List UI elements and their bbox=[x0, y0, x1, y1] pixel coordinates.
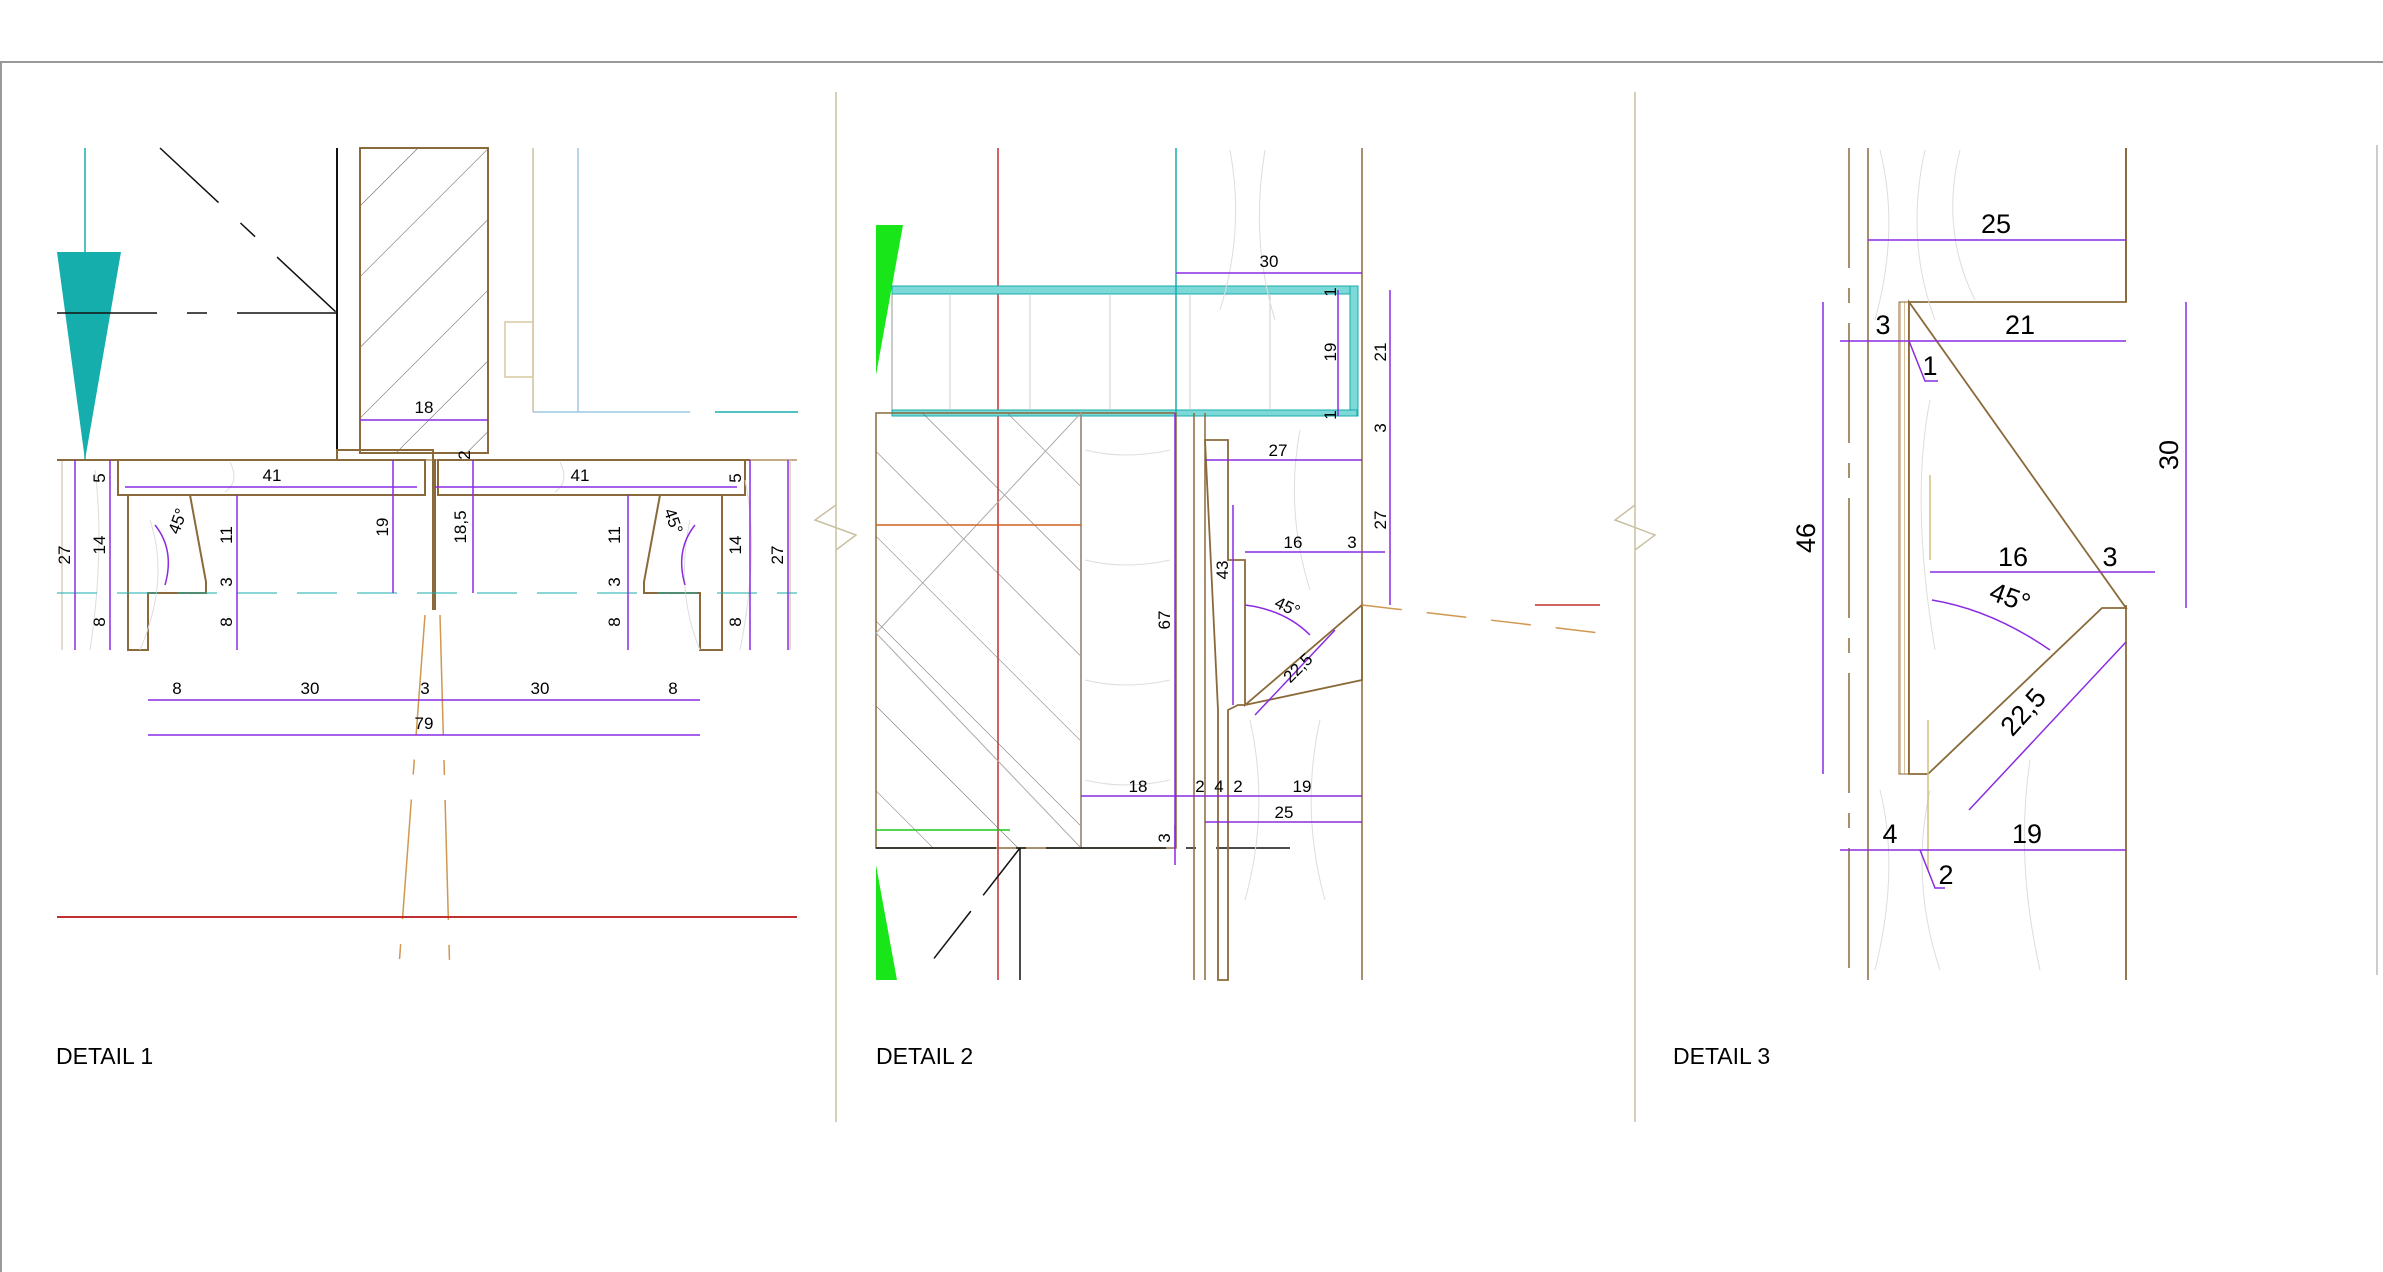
sheet-frame bbox=[0, 61, 2383, 1272]
dim-8-r1: 8 bbox=[605, 617, 624, 626]
dim-18: 18 bbox=[415, 398, 434, 417]
detail-2-dimension-lines bbox=[1081, 272, 1391, 865]
dim-b4: 4 bbox=[1882, 819, 1897, 849]
dim-3b: 3 bbox=[2102, 542, 2117, 572]
dim-27-left: 27 bbox=[55, 546, 74, 565]
dim-19: 19 bbox=[373, 518, 392, 537]
dim-14-left: 14 bbox=[90, 536, 109, 555]
dim-5-left: 5 bbox=[90, 473, 109, 482]
dim-b8-right: 8 bbox=[668, 679, 677, 698]
dim-b2a: 2 bbox=[1195, 777, 1204, 796]
dim-67: 67 bbox=[1155, 611, 1174, 630]
dim-b3: 3 bbox=[420, 679, 429, 698]
dim-3-left: 3 bbox=[217, 577, 236, 586]
dim-30: 30 bbox=[1260, 252, 1279, 271]
dim-25: 25 bbox=[1981, 209, 2011, 239]
dim-8-l2: 8 bbox=[217, 617, 236, 626]
dim-27-v: 27 bbox=[1371, 511, 1390, 530]
dim-v3: 3 bbox=[1155, 833, 1174, 842]
detail-1-dimension-lines bbox=[74, 419, 789, 736]
detail-1-drawing bbox=[57, 147, 798, 981]
dim-1-top: 1 bbox=[1321, 287, 1340, 296]
dim-46: 46 bbox=[1791, 523, 1821, 553]
dim-b4: 4 bbox=[1214, 777, 1223, 796]
detail-2-label: DETAIL 2 bbox=[876, 1043, 973, 1069]
dim-b30-right: 30 bbox=[531, 679, 550, 698]
detail-2-drawing bbox=[875, 148, 1601, 981]
dim-1-bottom: 1 bbox=[1321, 410, 1340, 419]
dim-21: 21 bbox=[1371, 343, 1390, 362]
dim-79: 79 bbox=[415, 714, 434, 733]
dim-11-right: 11 bbox=[605, 526, 624, 544]
green-marker-top bbox=[876, 225, 903, 375]
dim-27-h: 27 bbox=[1269, 441, 1288, 460]
dim-b19: 19 bbox=[1293, 777, 1312, 796]
dim-2: 2 bbox=[455, 450, 474, 459]
dim-b2b: 2 bbox=[1233, 777, 1242, 796]
detail-3-label: DETAIL 3 bbox=[1673, 1043, 1770, 1069]
dim-22-5: 22,5 bbox=[1995, 682, 2052, 741]
angle-45-right: 45° bbox=[660, 506, 687, 537]
angle-45-left: 45° bbox=[165, 506, 192, 537]
dim-3: 3 bbox=[1371, 423, 1390, 432]
dim-5-right: 5 bbox=[726, 473, 745, 482]
angle-45: 45° bbox=[1272, 593, 1303, 621]
dim-b30-left: 30 bbox=[301, 679, 320, 698]
detail-1-dimensions: 18 41 41 2 5 5 14 14 11 11 3 3 8 8 8 8 2… bbox=[55, 398, 787, 733]
detail-3-dimensions: 25 3 21 1 30 46 16 3 45° 22,5 4 19 2 bbox=[1791, 209, 2184, 890]
dim-8-l1: 8 bbox=[90, 617, 109, 626]
angle-45: 45° bbox=[1986, 576, 2035, 618]
detail-3-dimension-lines bbox=[1822, 239, 2187, 889]
dim-41-left: 41 bbox=[263, 466, 282, 485]
dim-b19: 19 bbox=[2012, 819, 2042, 849]
detail-3-drawing bbox=[1848, 148, 2128, 980]
dim-11-left: 11 bbox=[217, 526, 236, 544]
detail-1-label: DETAIL 1 bbox=[56, 1043, 153, 1069]
dim-21: 21 bbox=[2005, 310, 2035, 340]
dim-8-r2: 8 bbox=[726, 617, 745, 626]
detail-2-dimensions: 30 1 1 19 21 3 27 27 16 3 43 67 45° 22,5… bbox=[1129, 252, 1390, 843]
dim-16: 16 bbox=[1284, 533, 1303, 552]
dim-b18: 18 bbox=[1129, 777, 1148, 796]
dim-3: 3 bbox=[1875, 310, 1890, 340]
dim-2: 2 bbox=[1938, 860, 1953, 890]
dim-41-right: 41 bbox=[571, 466, 590, 485]
dim-27-right: 27 bbox=[768, 546, 787, 565]
dim-43: 43 bbox=[1213, 561, 1232, 580]
dim-b25: 25 bbox=[1275, 803, 1294, 822]
dim-19: 19 bbox=[1321, 343, 1340, 362]
dim-1: 1 bbox=[1922, 351, 1937, 381]
dim-14-right: 14 bbox=[726, 536, 745, 555]
dim-3-h: 3 bbox=[1347, 533, 1356, 552]
dim-16: 16 bbox=[1998, 542, 2028, 572]
dim-30: 30 bbox=[2154, 440, 2184, 470]
dim-3-right: 3 bbox=[605, 577, 624, 586]
green-marker-bottom bbox=[876, 865, 897, 980]
dim-b8-left: 8 bbox=[172, 679, 181, 698]
level-marker bbox=[57, 252, 121, 460]
dim-18-5: 18,5 bbox=[451, 510, 470, 543]
